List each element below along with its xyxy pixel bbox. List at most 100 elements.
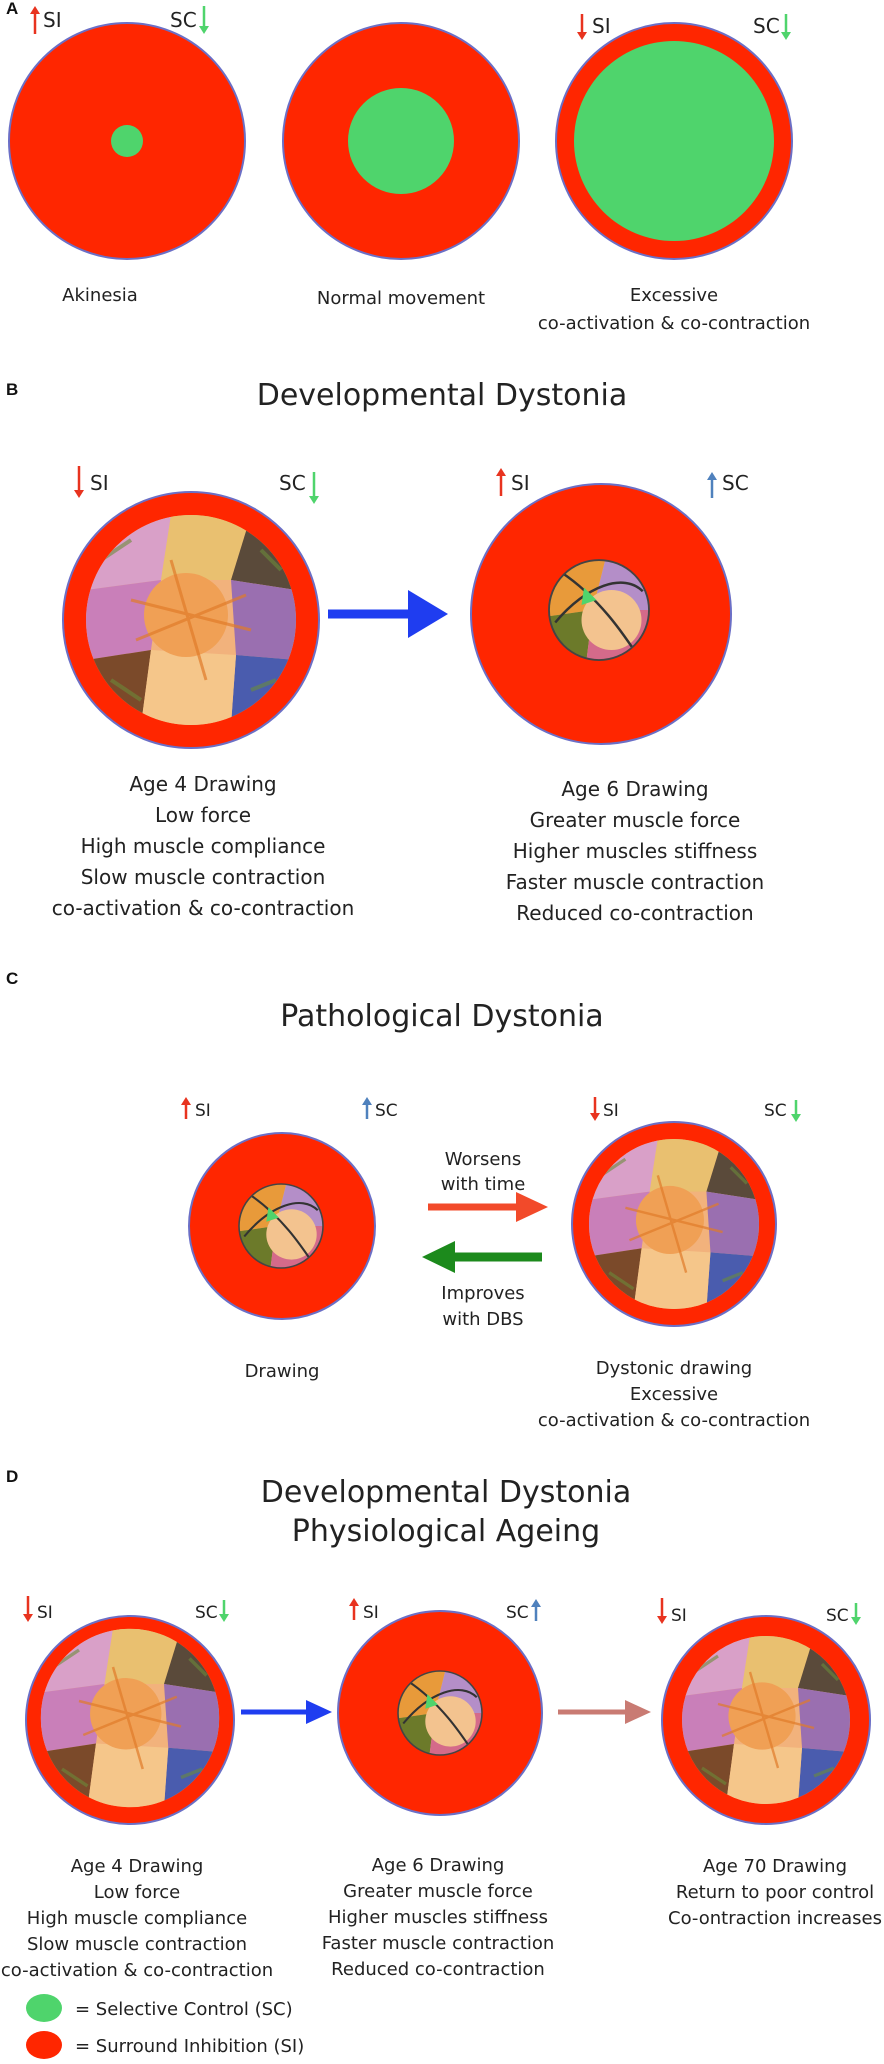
- arrow-down-icon: [577, 14, 587, 40]
- d-mid-caption-5: Reduced co-contraction: [331, 1959, 545, 1980]
- arrow-head: [349, 1598, 359, 1606]
- arrow-up-icon: [181, 1097, 191, 1119]
- b-left-caption-1: Age 4 Drawing: [129, 772, 276, 796]
- d-left-caption-5: co-activation & co-contraction: [1, 1960, 273, 1981]
- left-arrow-icon: [422, 1241, 542, 1273]
- panel-b-circle-age6: [470, 483, 732, 745]
- arrow-head: [531, 1599, 541, 1607]
- b-right-caption-3: Higher muscles stiffness: [513, 839, 757, 863]
- legend-si-swatch: [26, 2031, 62, 2059]
- si-label: SI: [43, 8, 62, 32]
- c-left-caption: Drawing: [245, 1361, 320, 1382]
- arrow-head: [657, 1616, 667, 1624]
- b-left-caption-5: co-activation & co-contraction: [52, 896, 355, 920]
- si-label: SI: [363, 1603, 379, 1623]
- d-left-caption-4: Slow muscle contraction: [27, 1934, 247, 1955]
- b-left-caption-3: High muscle compliance: [81, 834, 326, 858]
- arrow-down-icon: [590, 1097, 600, 1121]
- worsens-label-line2: with time: [441, 1174, 526, 1195]
- arrow-head: [851, 1617, 861, 1625]
- arrow-head: [30, 6, 40, 14]
- d-right-caption-2: Return to poor control: [676, 1882, 874, 1903]
- b-right-caption-5: Reduced co-contraction: [516, 901, 753, 925]
- arrow-up-icon: [531, 1599, 541, 1621]
- panel-c-circle-dystonic: [571, 1121, 777, 1327]
- c-right-caption-3: co-activation & co-contraction: [538, 1410, 810, 1431]
- sc-label: SC: [375, 1101, 398, 1121]
- si-label: SI: [37, 1603, 53, 1623]
- arrow-down-icon: [791, 1100, 801, 1122]
- caption-akinesia: Akinesia: [62, 285, 138, 306]
- arrow-head: [23, 1614, 33, 1622]
- panel-a-circle-akinesia: [8, 22, 246, 260]
- d-left-caption-2: Low force: [94, 1882, 181, 1903]
- panel-d-circle-age70: [661, 1615, 871, 1825]
- si-label: SI: [671, 1606, 687, 1626]
- arrow-up-icon: [707, 472, 717, 498]
- worsens-label: Worsens: [445, 1149, 521, 1170]
- arrow-head: [791, 1114, 801, 1122]
- c-right-caption-2: Excessive: [630, 1384, 718, 1405]
- arrow-head: [781, 32, 791, 40]
- arrow-head: [181, 1097, 191, 1105]
- sc-label: SC: [279, 471, 306, 495]
- arrow-head: [219, 1614, 229, 1622]
- c-right-caption-1: Dystonic drawing: [596, 1358, 752, 1379]
- si-label: SI: [511, 471, 530, 495]
- panel-c-circle-drawing: [188, 1132, 376, 1320]
- b-right-caption-1: Age 6 Drawing: [561, 777, 708, 801]
- panel-d-circle-age6: [337, 1610, 543, 1816]
- arrow-down-icon: [851, 1603, 861, 1625]
- d-right-caption-3: Co-ontraction increases: [668, 1908, 882, 1929]
- legend-sc-label: = Selective Control (SC): [75, 1999, 293, 2020]
- panel-d-title-1: Developmental Dystonia: [261, 1475, 632, 1510]
- panel-a-circle-excessive: [555, 22, 793, 260]
- arrow-head: [74, 490, 84, 498]
- arrow-head: [707, 472, 717, 480]
- panel-b-letter: B: [6, 380, 18, 399]
- sc-label: SC: [195, 1603, 218, 1623]
- arrow-down-icon: [23, 1596, 33, 1622]
- caption-excessive-line2: co-activation & co-contraction: [538, 313, 810, 334]
- d-mid-caption-2: Greater muscle force: [343, 1881, 533, 1902]
- panel-a-circle-normal: [282, 22, 520, 260]
- d-left-caption-3: High muscle compliance: [27, 1908, 247, 1929]
- si-label: SI: [603, 1101, 619, 1121]
- improves-label: Improves: [441, 1283, 524, 1304]
- panel-b-circle-age4: [62, 491, 320, 749]
- arrow-down-icon: [199, 6, 209, 34]
- sc-label: SC: [506, 1603, 529, 1623]
- si-label: SI: [90, 471, 109, 495]
- b-right-caption-4: Faster muscle contraction: [506, 870, 764, 894]
- arrow-head: [362, 1097, 372, 1105]
- right-arrow-icon: [328, 590, 448, 638]
- sc-label: SC: [753, 14, 780, 38]
- right-arrow-icon: [428, 1192, 548, 1222]
- arrow-up-icon: [496, 468, 506, 496]
- legend-si-label: = Surround Inhibition (SI): [75, 2036, 304, 2057]
- panel-a-letter: A: [6, 0, 18, 18]
- arrow-head: [590, 1113, 600, 1121]
- d-mid-caption-3: Higher muscles stiffness: [328, 1907, 548, 1928]
- arrow-down-icon: [219, 1600, 229, 1622]
- arrow-head: [577, 32, 587, 40]
- si-label: SI: [195, 1101, 211, 1121]
- panel-d-circle-age4: [25, 1615, 235, 1825]
- arrow-head: [309, 496, 319, 504]
- b-left-caption-2: Low force: [155, 803, 251, 827]
- caption-excessive: Excessive: [630, 285, 718, 306]
- d-left-caption-1: Age 4 Drawing: [71, 1856, 204, 1877]
- arrow-down-icon: [657, 1598, 667, 1624]
- arrow-up-icon: [349, 1598, 359, 1620]
- si-label: SI: [592, 14, 611, 38]
- panel-b-title: Developmental Dystonia: [257, 378, 628, 413]
- arrow-down-icon: [309, 472, 319, 504]
- sc-label: SC: [170, 8, 197, 32]
- d-mid-caption-4: Faster muscle contraction: [322, 1933, 555, 1954]
- panel-c-letter: C: [6, 969, 18, 988]
- d-mid-caption-1: Age 6 Drawing: [372, 1855, 505, 1876]
- sc-label: SC: [764, 1101, 787, 1121]
- arrow-head: [199, 26, 209, 34]
- arrow-up-icon: [30, 6, 40, 34]
- right-arrow-icon: [558, 1700, 651, 1724]
